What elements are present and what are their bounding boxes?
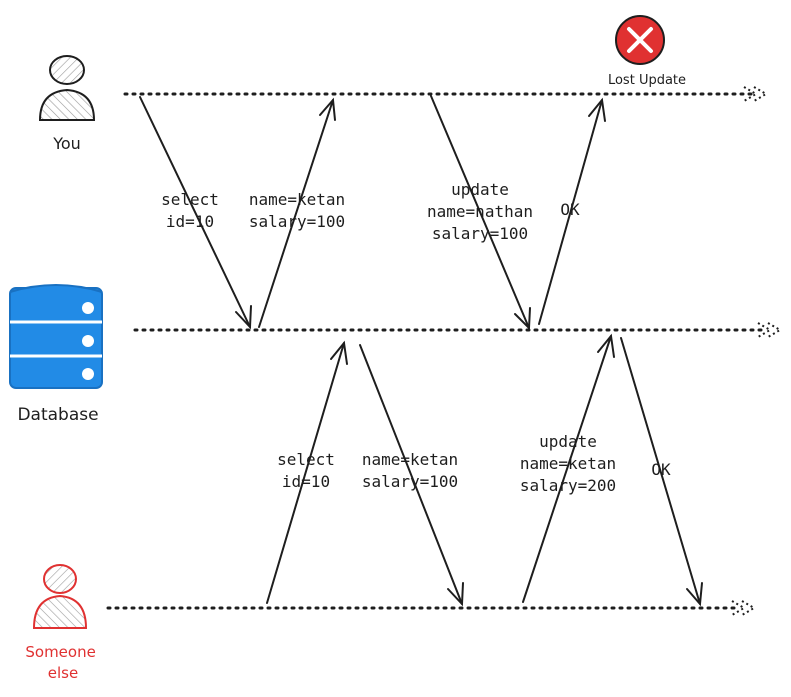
actor-label-someone-else-line1: Someone: [25, 643, 95, 661]
timeline-someone-else: [106, 600, 756, 616]
arrow-you-update: [430, 95, 531, 331]
message-line: salary=100: [362, 472, 458, 491]
msg-db-to-other-result: name=ketan salary=100: [362, 450, 458, 491]
message-line: OK: [560, 200, 580, 219]
timeline-database: [133, 322, 782, 338]
arrow-db-to-other-result: [359, 344, 464, 607]
message-line: salary=100: [249, 212, 345, 231]
message-line: salary=200: [520, 476, 616, 495]
actor-label-you: You: [52, 134, 81, 153]
message-line: OK: [651, 460, 671, 479]
message-line: name=ketan: [520, 454, 616, 473]
message-line: select: [161, 190, 219, 209]
msg-you-select: select id=10: [161, 190, 219, 231]
msg-other-update: update name=ketan salary=200: [520, 432, 616, 495]
person-icon-you: [38, 55, 96, 121]
arrow-db-to-you-result: [258, 97, 336, 328]
msg-you-update: update name=nathan salary=100: [427, 180, 533, 243]
timeline-you: [123, 86, 768, 102]
arrow-other-select: [266, 340, 348, 604]
message-line: name=ketan: [362, 450, 458, 469]
msg-db-to-other-ok: OK: [651, 460, 671, 479]
message-line: select: [277, 450, 335, 469]
arrow-db-to-other-ok: [620, 337, 703, 607]
actor-label-someone-else-line2: else: [48, 664, 78, 682]
msg-db-to-you-ok: OK: [560, 200, 580, 219]
lost-update-label: Lost Update: [608, 73, 686, 88]
person-icon-someone-else: [32, 564, 88, 629]
arrow-other-update: [522, 333, 615, 603]
message-line: name=nathan: [427, 202, 533, 221]
message-line: id=10: [166, 212, 214, 231]
message-line: name=ketan: [249, 190, 345, 209]
msg-other-select: select id=10: [277, 450, 335, 491]
message-line: id=10: [282, 472, 330, 491]
message-line: salary=100: [432, 224, 528, 243]
message-line: update: [451, 180, 509, 199]
arrow-db-to-you-ok: [538, 97, 606, 325]
actor-label-database: Database: [17, 405, 98, 425]
arrow-you-select: [139, 96, 252, 330]
msg-db-to-you-result: name=ketan salary=100: [249, 190, 345, 231]
message-line: update: [539, 432, 597, 451]
actor-label-someone-else: Someone else: [25, 643, 100, 682]
error-icon: [615, 15, 665, 65]
database-icon: [9, 284, 103, 389]
